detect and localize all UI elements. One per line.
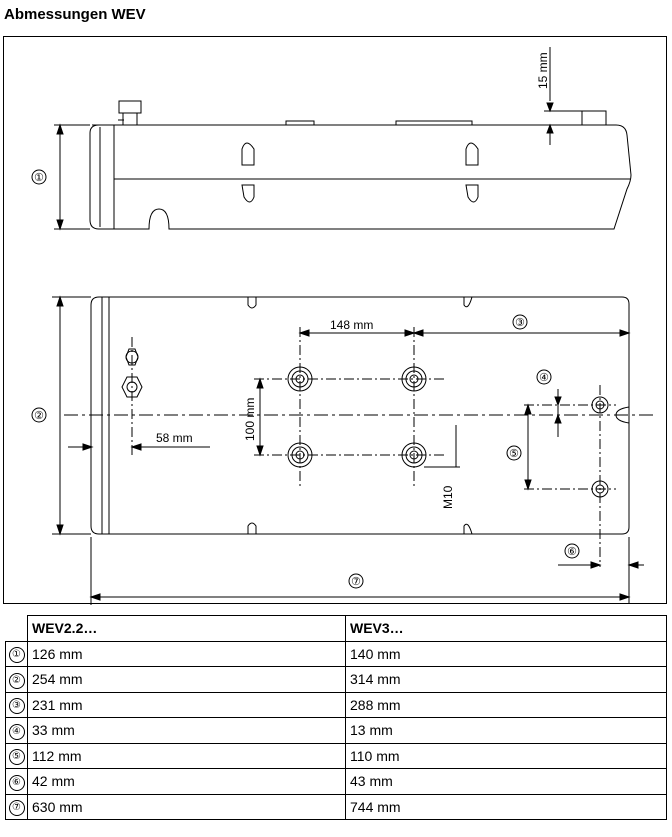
- row-marker: ②: [8, 672, 25, 689]
- table-header-index: [5, 615, 28, 642]
- table-cell: 254 mm: [27, 666, 346, 693]
- table-row: ⑥ 42 mm 43 mm: [5, 768, 667, 795]
- marker-2: ②: [34, 410, 44, 422]
- table-cell: 42 mm: [27, 768, 346, 795]
- table-row: ⑦ 630 mm 744 mm: [5, 793, 667, 820]
- thread-label: M10: [441, 485, 455, 509]
- marker-3: ③: [515, 317, 525, 329]
- dim-15-label: 15 mm: [536, 52, 550, 89]
- table-cell: 126 mm: [27, 640, 346, 667]
- marker-1: ①: [34, 172, 44, 184]
- marker-5: ⑤: [509, 448, 519, 460]
- row-marker: ⑦: [8, 800, 25, 817]
- dimensions-table: WEV2.2… WEV3… ① 126 mm 140 mm ② 254 mm 3…: [5, 615, 667, 820]
- row-marker: ⑤: [8, 749, 25, 766]
- dim-58-label: 58 mm: [156, 431, 193, 445]
- table-row: ② 254 mm 314 mm: [5, 666, 667, 693]
- row-marker: ①: [8, 647, 25, 664]
- table-header-row: WEV2.2… WEV3…: [5, 615, 667, 642]
- table-cell: 630 mm: [27, 793, 346, 820]
- table-cell: 140 mm: [345, 640, 667, 667]
- marker-4: ④: [539, 372, 549, 384]
- table-row: ④ 33 mm 13 mm: [5, 717, 667, 744]
- table-cell: 33 mm: [27, 717, 346, 744]
- row-marker: ④: [8, 723, 25, 740]
- table-header-wev22: WEV2.2…: [27, 615, 346, 642]
- page-title: Abmessungen WEV: [4, 6, 146, 23]
- table-cell: 13 mm: [345, 717, 667, 744]
- side-view: [31, 47, 632, 231]
- drawing-svg: 15 mm 148 mm 100 mm 58 mm M10 ① ② ③ ④ ⑤ …: [31, 47, 654, 605]
- top-view: [31, 295, 654, 605]
- dim-100-label: 100 mm: [243, 398, 257, 441]
- technical-drawing: 15 mm 148 mm 100 mm 58 mm M10 ① ② ③ ④ ⑤ …: [3, 36, 667, 605]
- table-cell: 314 mm: [345, 666, 667, 693]
- table-cell: 744 mm: [345, 793, 667, 820]
- marker-7: ⑦: [351, 576, 361, 588]
- row-marker: ③: [8, 698, 25, 715]
- dim-148-label: 148 mm: [330, 318, 373, 332]
- marker-6: ⑥: [567, 546, 577, 558]
- table-row: ③ 231 mm 288 mm: [5, 691, 667, 718]
- table-row: ⑤ 112 mm 110 mm: [5, 742, 667, 769]
- table-cell: 110 mm: [345, 742, 667, 769]
- row-marker: ⑥: [8, 774, 25, 791]
- bolt-pattern: [254, 327, 444, 487]
- table-row: ① 126 mm 140 mm: [5, 640, 667, 667]
- table-cell: 112 mm: [27, 742, 346, 769]
- table-header-wev3: WEV3…: [345, 615, 667, 642]
- table-cell: 43 mm: [345, 768, 667, 795]
- table-cell: 231 mm: [27, 691, 346, 718]
- table-cell: 288 mm: [345, 691, 667, 718]
